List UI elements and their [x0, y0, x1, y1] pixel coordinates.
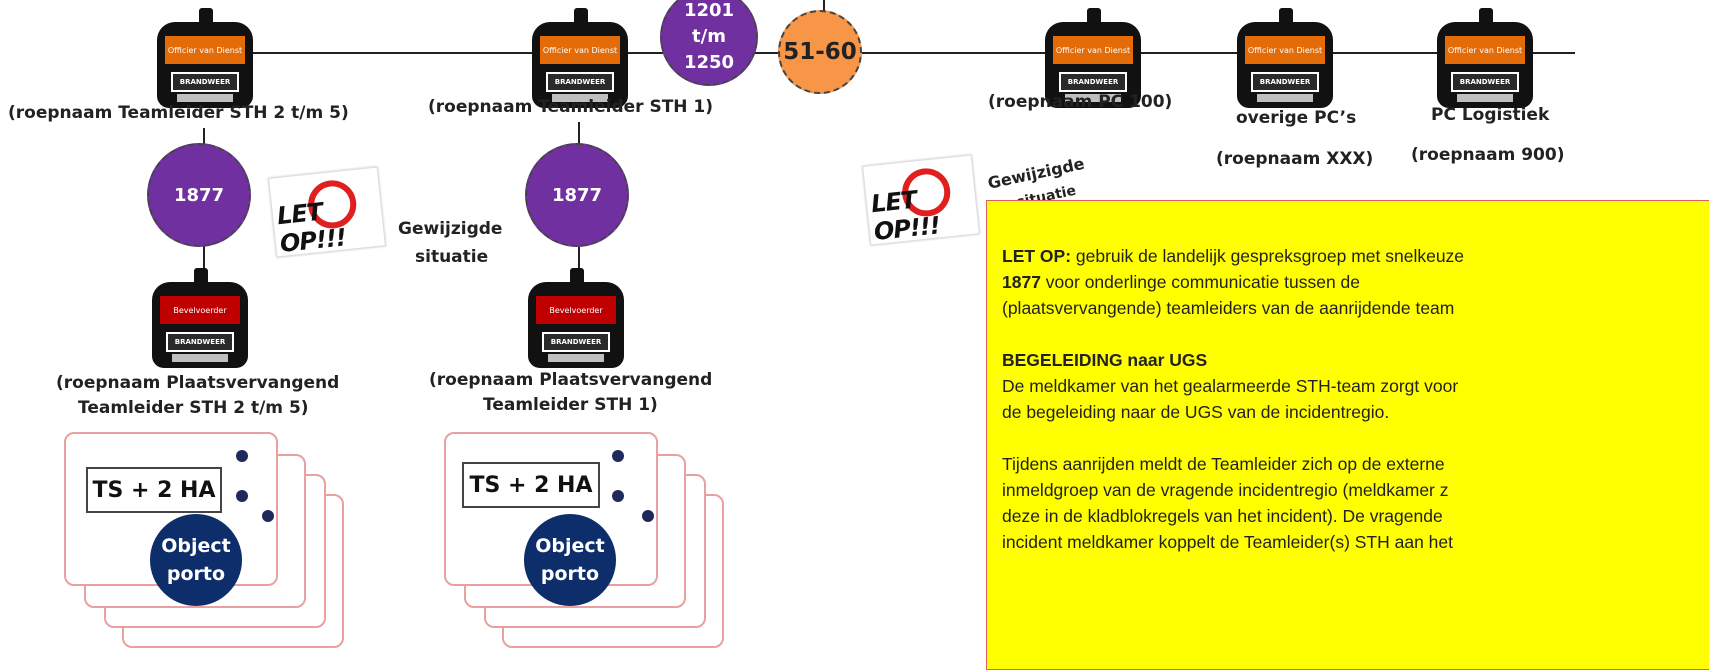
let-op-sign-right: LET OP!!! — [862, 154, 980, 247]
situatie-word: situatie — [415, 247, 489, 267]
radio-band: Officier van Dienst — [1245, 36, 1325, 64]
label-teamleider-left: (roepnaam Teamleider STH 2 t/m 5) — [8, 103, 349, 123]
label-roepnaam-900: (roepnaam 900) — [1411, 145, 1565, 165]
ts-2ha-label: TS + 2 HA — [86, 467, 222, 513]
radio-screen: BRANDWEER — [166, 332, 234, 352]
radio-band: Bevelvoerder — [536, 296, 616, 324]
notice-heading: BEGELEIDING naar UGS — [1002, 347, 1707, 373]
talkgroup-1877-left: 1877 — [147, 143, 251, 247]
range-label: 51-60 — [783, 39, 857, 65]
talkgroup-line-2: t/m — [692, 26, 726, 47]
label-gewijzigde-situatie-2: situatie — [415, 246, 488, 269]
connector-left-1 — [203, 128, 205, 150]
radio-screen: BRANDWEER — [1451, 72, 1519, 92]
label-plaatsvervangend-right-2: Teamleider STH 1) — [483, 395, 658, 415]
porto-text: Object porto — [535, 532, 605, 588]
radio-band: Officier van Dienst — [165, 36, 245, 64]
top-connector — [823, 0, 825, 16]
notice-p2-line-2: de begeleiding naar de UGS van de incide… — [1002, 402, 1390, 422]
light-dot — [612, 450, 624, 462]
radio-screen: BRANDWEER — [546, 72, 614, 92]
radio-screen: BRANDWEER — [1251, 72, 1319, 92]
porto-line-1: Object — [161, 535, 231, 557]
label-pc100: (roepnaam PC 100) — [988, 92, 1173, 112]
radio-screen: BRANDWEER — [1059, 72, 1127, 92]
vehicle-stack-right: TS + 2 HA Object porto — [444, 432, 734, 649]
notice-p3-line-4: incident meldkamer koppelt de Teamleider… — [1002, 532, 1454, 552]
object-porto-icon: Object porto — [524, 514, 616, 606]
notice-letop: LET OP: — [1002, 246, 1072, 266]
label-plaatsvervangend-right-1: (roepnaam Plaatsvervangend — [429, 370, 713, 390]
object-porto-icon: Object porto — [150, 514, 242, 606]
light-dot — [236, 450, 248, 462]
gewijzigde-word: Gewijzigde — [398, 219, 503, 239]
notice-line-1-rest: gebruik de landelijk gespreksgroep met s… — [1071, 246, 1465, 266]
notice-line-2-rest: voor onderlinge communicatie tussen de — [1040, 272, 1361, 292]
talkgroup-line-1: 1201 — [683, 0, 735, 21]
notice-p3-line-3: deze in de kladblokregels van het incide… — [1002, 506, 1443, 526]
label-overige-pc: overige PC’s — [1236, 108, 1357, 128]
light-dot — [612, 490, 624, 502]
radio-band: Bevelvoerder — [160, 296, 240, 324]
talkgroup-1877-right: 1877 — [525, 143, 629, 247]
connector-left-2 — [203, 245, 205, 283]
porto-text: Object porto — [161, 532, 231, 588]
vehicle-stack-left: TS + 2 HA Object porto — [64, 432, 354, 649]
notice-box — [986, 200, 1709, 670]
let-op-sign-left: LET OP!!! — [268, 166, 386, 259]
label-pc-logistiek: PC Logistiek — [1431, 105, 1550, 125]
label-teamleider-right: (roepnaam Teamleider STH 1) — [428, 97, 714, 117]
notice-line-3: (plaatsvervangende) teamleiders van de a… — [1002, 298, 1455, 318]
ts-2ha-label: TS + 2 HA — [462, 462, 600, 508]
let-op-text: LET OP!!! — [869, 185, 942, 247]
label-roepnaam-xxx: (roepnaam XXX) — [1216, 149, 1374, 169]
talkgroup-1201-1250: 1201 t/m 1250 — [660, 0, 758, 86]
let-op-text: LET OP!!! — [275, 197, 348, 259]
light-dot — [262, 510, 274, 522]
light-dot — [642, 510, 654, 522]
notice-line-1: LET OP: gebruik de landelijk gespreksgro… — [1002, 243, 1707, 269]
talkgroup-1877-right-label: 1877 — [551, 184, 603, 206]
notice-text: LET OP: gebruik de landelijk gespreksgro… — [1002, 243, 1707, 555]
radio-band: Officier van Dienst — [1445, 36, 1525, 64]
radio-band: Officier van Dienst — [540, 36, 620, 64]
label-plaatsvervangend-left-2: Teamleider STH 2 t/m 5) — [78, 398, 309, 418]
label-plaatsvervangend-left-1: (roepnaam Plaatsvervangend — [56, 373, 340, 393]
porto-line-1: Object — [535, 535, 605, 557]
notice-1877: 1877 — [1002, 272, 1041, 292]
radio-band: Officier van Dienst — [1053, 36, 1133, 64]
talkgroup-1877-left-label: 1877 — [173, 184, 225, 206]
talkgroup-line-3: 1250 — [683, 52, 735, 73]
light-dot — [236, 490, 248, 502]
radio-screen: BRANDWEER — [542, 332, 610, 352]
porto-line-2: porto — [540, 563, 600, 585]
main-line — [205, 52, 1575, 54]
radio-screen: BRANDWEER — [171, 72, 239, 92]
connector-right-1 — [578, 122, 580, 144]
notice-heading-text: BEGELEIDING naar UGS — [1002, 350, 1208, 370]
label-gewijzigde-situatie-1: Gewijzigde — [398, 218, 502, 241]
notice-p3-line-1: Tijdens aanrijden meldt de Teamleider zi… — [1002, 454, 1445, 474]
notice-line-2: 1877 voor onderlinge communicatie tussen… — [1002, 269, 1707, 295]
notice-p3-line-2: inmeldgroep van de vragende incidentregi… — [1002, 480, 1449, 500]
notice-p2-line-1: De meldkamer van het gealarmeerde STH-te… — [1002, 376, 1459, 396]
porto-line-2: porto — [166, 563, 226, 585]
range-51-60: 51-60 — [778, 10, 862, 94]
connector-right-2 — [578, 245, 580, 283]
